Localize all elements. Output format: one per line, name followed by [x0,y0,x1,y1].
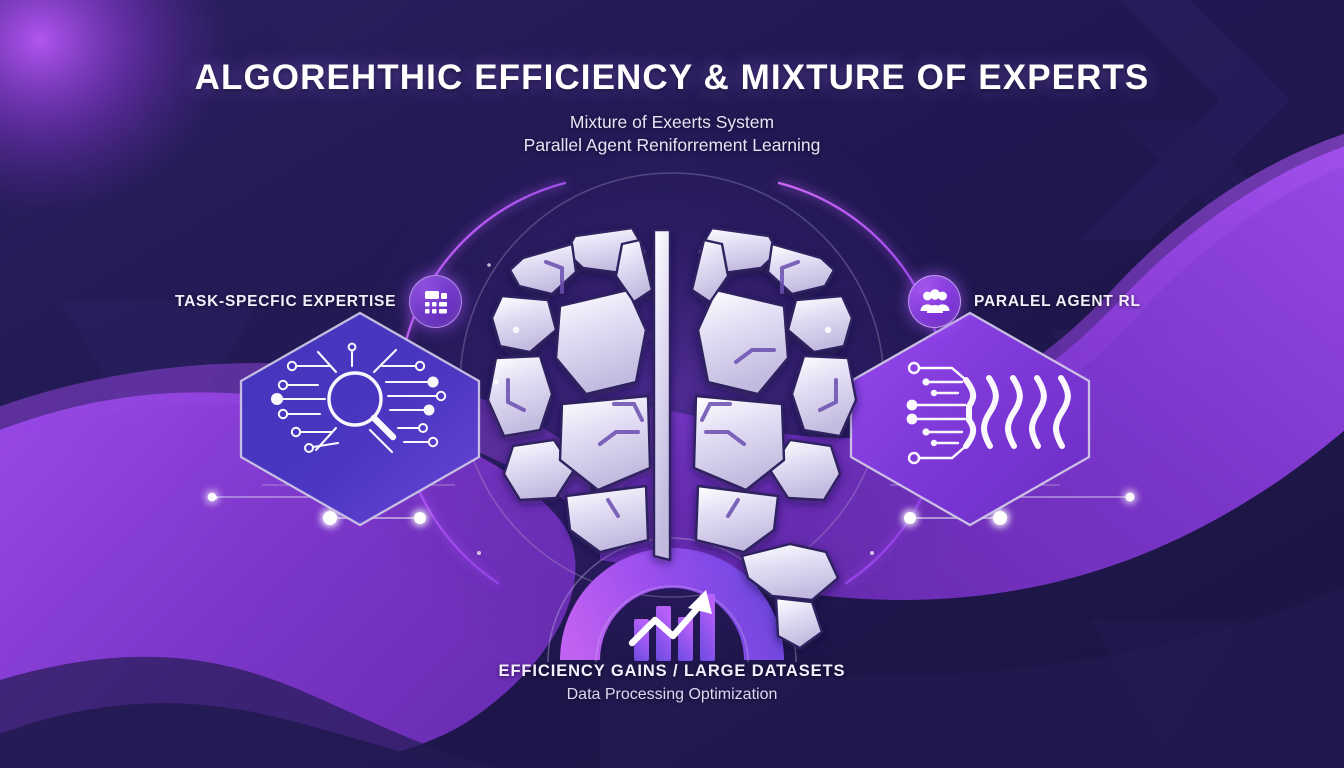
glow-top-left [0,0,230,215]
node-label-left[interactable]: TASK-SPECFIC EXPERTISE [175,275,463,328]
page-title: ALGOREHTHIC EFFICIENCY & MIXTURE OF EXPE… [194,58,1150,97]
node-label-right[interactable]: PARALEL AGENT RL [908,275,1141,328]
wave-right-top [880,133,1344,452]
wave-dark-lower2 [0,656,500,768]
group-people-icon [908,275,961,328]
header-block: ALGOREHTHIC EFFICIENCY & MIXTURE OF EXPE… [0,58,1344,157]
bottom-caption-main: EFFICIENCY GAINS / LARGE DATASETS [498,662,846,680]
bottom-caption-sub: Data Processing Optimization [566,686,778,703]
subtitle-line-2: Parallel Agent Reniforrement Learning [523,135,821,156]
node-label-bottom[interactable]: EFFICIENCY GAINS / LARGE DATASETS Data P… [0,662,1344,704]
page-subtitle: Mixture of Exeerts System Parallel Agent… [0,111,1344,157]
node-label-left-text: TASK-SPECFIC EXPERTISE [175,292,397,310]
subtitle-line-1: Mixture of Exeerts System [569,112,775,133]
node-label-right-text: PARALEL AGENT RL [974,292,1141,310]
wave-dark-right [600,586,1344,768]
glow-center [342,95,1002,695]
calculator-grid-icon [409,275,463,328]
